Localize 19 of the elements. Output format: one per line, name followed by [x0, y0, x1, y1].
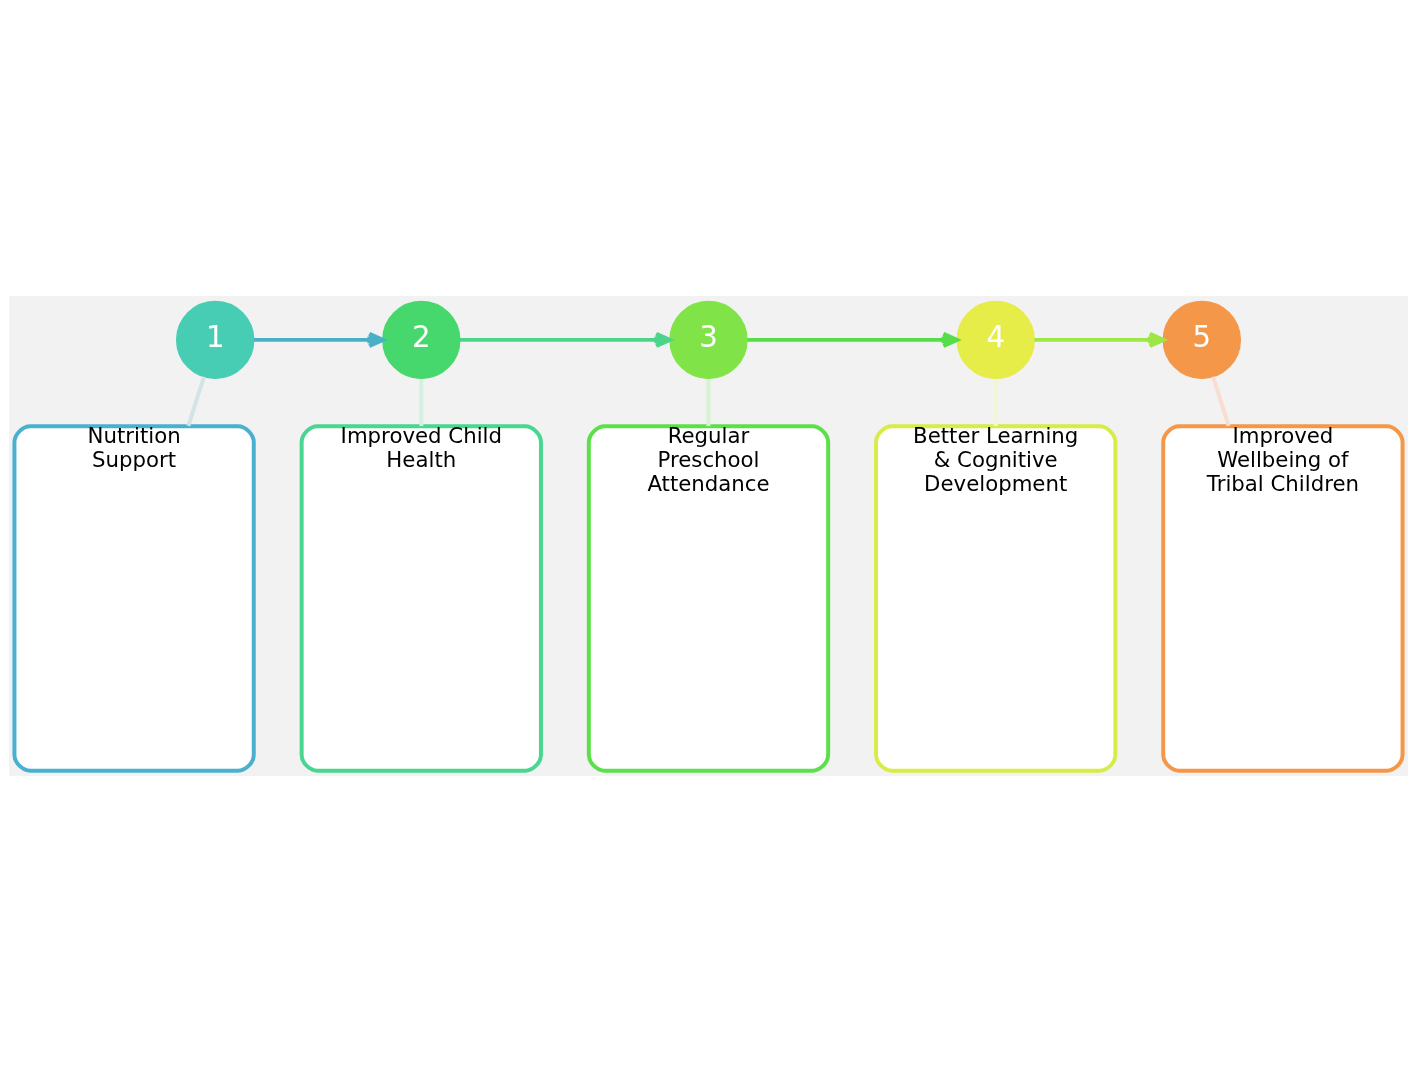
- arrow: [253, 331, 385, 348]
- arrow: [1034, 331, 1166, 348]
- connector: [419, 378, 424, 426]
- node-circle: 4: [956, 300, 1035, 379]
- connector: [186, 375, 206, 427]
- node-box: Improved Child Health: [299, 423, 543, 773]
- node-box: Better Learning & Cognitive Development: [874, 423, 1118, 773]
- node-circle: 3: [669, 300, 748, 379]
- arrow: [747, 331, 959, 348]
- node-box: Improved Wellbeing of Tribal Children: [1161, 423, 1405, 773]
- connector: [993, 378, 998, 426]
- node-circle: 2: [382, 300, 461, 379]
- node-circle: 1: [175, 300, 255, 379]
- node-box: Nutrition Support: [12, 423, 256, 773]
- connector: [1211, 375, 1231, 427]
- node-box: Regular Preschool Attendance: [586, 423, 831, 773]
- arrow: [460, 331, 672, 348]
- connector: [706, 378, 711, 426]
- node-circle: 5: [1162, 300, 1242, 379]
